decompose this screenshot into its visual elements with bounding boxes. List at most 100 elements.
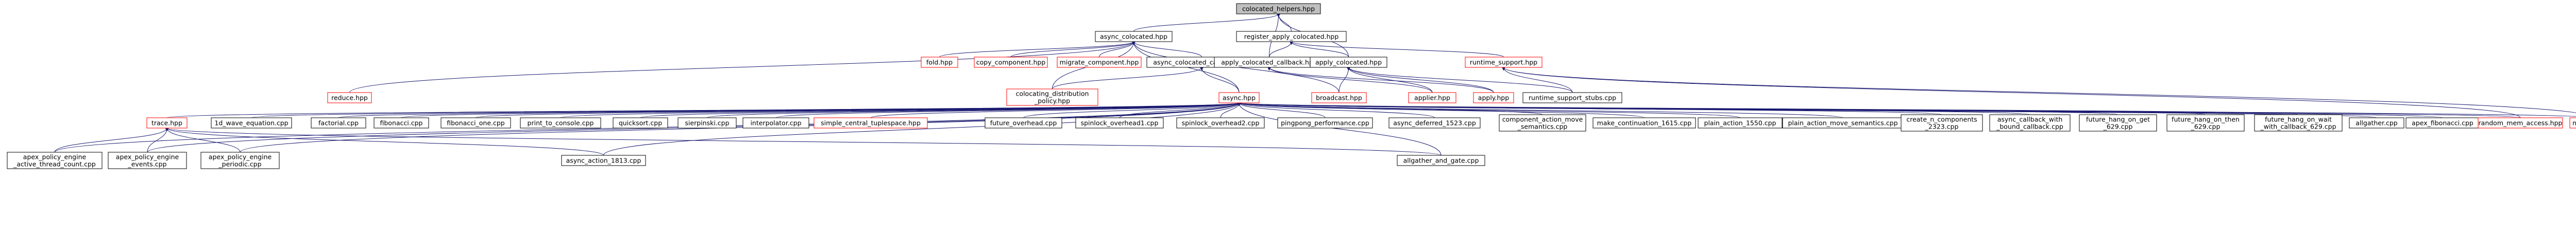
node-broadcast[interactable]: broadcast.hpp [1311,92,1367,103]
node-fold[interactable]: fold.hpp [921,57,958,68]
node-label: async_callback_with [1997,116,2063,123]
node-box [2478,117,2563,129]
node-fibonacci[interactable]: fibonacci.cpp [374,117,429,129]
node-copy-component[interactable]: copy_component.hpp [974,57,1048,68]
node-apex-policy-engine-events[interactable]: apex_policy_engine_events.cpp [108,152,187,169]
node-plain-action-move-semantics[interactable]: plain_action_move_semantics.cpp [1782,117,1904,129]
node-box [311,117,366,129]
node-apex-policy-engine-active-thread-count[interactable]: apex_policy_engine_active_thread_count.c… [7,152,103,169]
node-sierpinski[interactable]: sierpinski.cpp [677,117,737,129]
node-box [1465,57,1543,68]
node-applier[interactable]: applier.hpp [1408,92,1456,103]
node-label: apply_colocated.hpp [1315,59,1382,66]
node-async-action-1813[interactable]: async_action_1813.cpp [561,155,646,166]
edge-apply-colocated-to-runtime-support-stubs [1346,67,1573,93]
node-interpolator[interactable]: interpolator.cpp [742,117,809,129]
node-label: plain_action_move_semantics.cpp [1788,119,1897,127]
node-label: fibonacci.cpp [380,119,423,127]
node-box [440,117,511,129]
node-future-overhead[interactable]: future_overhead.cpp [985,117,1062,129]
edge-async-to-plain-action-1550 [1237,102,1740,118]
node-label: async_deferred_1523.cpp [1393,119,1476,127]
node-box [1698,117,1783,129]
edge-apply-colocated-callback-to-apply [1267,67,1494,93]
node-async-deferred-1523[interactable]: async_deferred_1523.cpp [1388,117,1481,129]
node-print-to-console[interactable]: print_to_console.cpp [520,117,601,129]
node-future-hang-on-then-629[interactable]: future_hang_on_then_629.cpp [2166,114,2245,132]
node-migrate-component[interactable]: migrate_component.hpp [1057,57,1142,68]
node-box [974,57,1048,68]
node-runtime-support[interactable]: runtime_support.hpp [1465,57,1543,68]
node-make-continuation-1615[interactable]: make_continuation_1615.cpp [1592,117,1696,129]
node-box [1310,57,1387,68]
node-random-mem-access[interactable]: random_mem_access.hpp [2478,117,2563,129]
node-label: _629.cpp [2103,123,2133,131]
edge-colocated-helpers-to-register-apply-colocated [1276,13,1292,32]
node-async-callback-with-bound-callback[interactable]: async_callback_with_bound_callback.cpp [1989,114,2071,132]
node-label: runtime_support_stubs.cpp [1529,94,1616,102]
node-box [108,152,187,169]
node-colocating-distribution-policy[interactable]: colocating_distribution_policy.hpp [1006,88,1098,106]
node-box [1006,88,1098,106]
node-fibonacci-one[interactable]: fibonacci_one.cpp [440,117,511,129]
node-apply-colocated-callback[interactable]: apply_colocated_callback.hpp [1214,57,1325,68]
node-box [2569,117,2576,129]
node-label: future_hang_on_get [2086,116,2150,123]
edge-trace-to-apex-policy-engine-active-thread-count [54,128,169,153]
node-future-hang-on-get-629[interactable]: future_hang_on_get_629.cpp [2079,114,2157,132]
node-box [374,117,429,129]
node-async-colocated[interactable]: async_colocated.hpp [1095,31,1173,42]
node-pingpong-performance[interactable]: pingpong_performance.cpp [1277,117,1373,129]
node-box [327,92,372,103]
node-register-apply-colocated[interactable]: register_apply_colocated.hpp [1236,31,1347,42]
node-allgather[interactable]: allgather.cpp [2349,117,2404,129]
node-async[interactable]: async.hpp [1218,92,1260,103]
node-box [1236,3,1321,14]
node-label: applier.hpp [1414,94,1450,102]
node-allgather-and-gate[interactable]: allgather_and_gate.cpp [1397,155,1485,166]
edge-trace-to-allgather-and-gate [165,127,1442,156]
node-label: _with_callback_629.cpp [2260,123,2336,131]
node-box [2254,114,2343,132]
node-reduce[interactable]: reduce.hpp [327,92,372,103]
node-create-n-components-2323[interactable]: create_n_components_2323.cpp [1901,114,1983,132]
node-label: apex_policy_engine [116,153,179,161]
edge-runtime-support-to-nqueen [1501,67,2576,113]
node-box [814,117,928,129]
edge-async-to-async-deferred-1523 [1237,102,1435,118]
node-box [1473,92,1514,103]
edges-layer [54,13,2576,156]
node-component-action-move-semantics[interactable]: component_action_move_semantics.cpp [1499,114,1586,132]
node-box [2349,117,2404,129]
node-label: _active_thread_count.cpp [13,160,96,168]
node-box [7,152,103,169]
node-simple-central-tuplespace[interactable]: simple_central_tuplespace.hpp [814,117,928,129]
node-box [742,117,809,129]
node-spinlock-overhead2[interactable]: spinlock_overhead2.cpp [1176,117,1265,129]
node-1d-wave-equation[interactable]: 1d_wave_equation.cpp [211,117,292,129]
node-apex-policy-engine-periodic[interactable]: apex_policy_engine_periodic.cpp [200,152,280,169]
edge-apply-colocated-to-apply [1346,67,1494,93]
node-nqueen[interactable]: nqueen.hpp [2569,117,2576,129]
node-box [985,117,1062,129]
node-runtime-support-stubs[interactable]: runtime_support_stubs.cpp [1522,92,1622,103]
node-trace[interactable]: trace.hpp [146,117,188,129]
node-factorial[interactable]: factorial.cpp [311,117,366,129]
node-label: apply_colocated_callback.hpp [1221,59,1317,66]
edge-async-to-pingpong-performance [1237,102,1326,118]
node-box [2079,114,2157,132]
node-apex-fibonacci[interactable]: apex_fibonacci.cpp [2405,117,2480,129]
node-label: _semantics.cpp [1517,123,1568,131]
node-quicksort[interactable]: quicksort.cpp [613,117,668,129]
node-apply-colocated[interactable]: apply_colocated.hpp [1310,57,1387,68]
node-plain-action-1550[interactable]: plain_action_1550.cpp [1698,117,1783,129]
node-future-hang-on-wait-with-callback-629[interactable]: future_hang_on_wait_with_callback_629.cp… [2254,114,2343,132]
node-box [1989,114,2071,132]
node-apply[interactable]: apply.hpp [1473,92,1514,103]
edge-register-apply-colocated-to-apply-colocated [1289,41,1349,58]
node-label: copy_component.hpp [976,59,1046,66]
node-label: _events.cpp [127,160,166,168]
node-box [146,117,188,129]
node-label: fold.hpp [926,59,953,66]
node-spinlock-overhead1[interactable]: spinlock_overhead1.cpp [1075,117,1164,129]
